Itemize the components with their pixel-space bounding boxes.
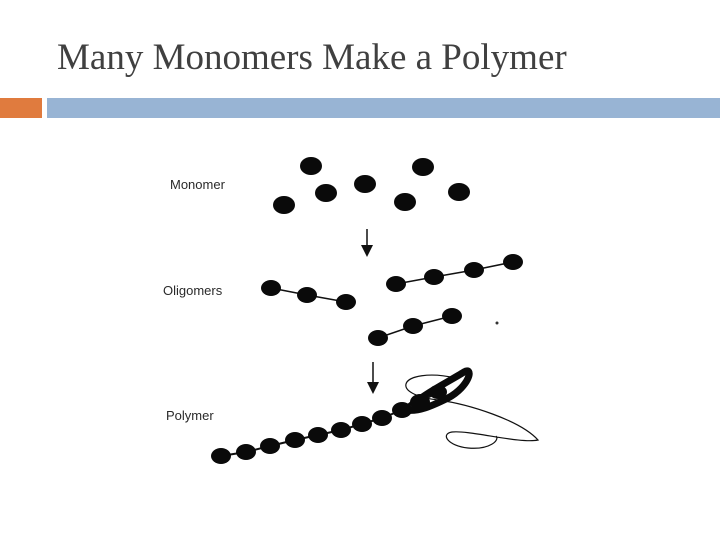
oligomer-bead xyxy=(386,276,406,292)
polymer-bead xyxy=(410,394,430,410)
polymer-chain xyxy=(211,367,540,464)
oligomer-bead xyxy=(403,318,423,334)
oligomer-bead xyxy=(464,262,484,278)
monomer-label: Monomer xyxy=(170,177,226,192)
monomer-bead xyxy=(448,183,470,201)
polymer-bead xyxy=(236,444,256,460)
oligomer-bead xyxy=(261,280,281,296)
polymer-label: Polymer xyxy=(166,408,214,423)
oligomer-chain xyxy=(368,308,462,346)
polymer-bead xyxy=(260,438,280,454)
monomer-bead xyxy=(273,196,295,214)
slide-title: Many Monomers Make a Polymer xyxy=(57,37,567,78)
monomer-bead xyxy=(354,175,376,193)
monomer-bead xyxy=(412,158,434,176)
title-accent-bar-orange xyxy=(0,98,42,118)
oligomer-bead xyxy=(368,330,388,346)
oligomer-bead xyxy=(442,308,462,324)
polymer-bead xyxy=(392,402,412,418)
oligomer-bead xyxy=(424,269,444,285)
title-accent-bar-blue xyxy=(47,98,720,118)
polymer-bead xyxy=(331,422,351,438)
oligomer-chain xyxy=(386,254,523,292)
polymer-tail xyxy=(405,374,540,449)
polymer-bead xyxy=(372,410,392,426)
polymer-bead xyxy=(211,448,231,464)
oligomer-bead xyxy=(297,287,317,303)
monomer-bead xyxy=(300,157,322,175)
polymer-bead xyxy=(285,432,305,448)
oligomer-bead xyxy=(503,254,523,270)
oligomer-bead xyxy=(336,294,356,310)
stray-dot xyxy=(495,321,499,325)
polymer-bead xyxy=(352,416,372,432)
monomer-bead xyxy=(394,193,416,211)
monomer-group xyxy=(273,157,470,214)
oligomer-chain xyxy=(261,280,356,310)
oligomers-label: Oligomers xyxy=(163,283,223,298)
polymer-bead xyxy=(429,385,447,399)
polymer-bead xyxy=(308,427,328,443)
monomer-bead xyxy=(315,184,337,202)
